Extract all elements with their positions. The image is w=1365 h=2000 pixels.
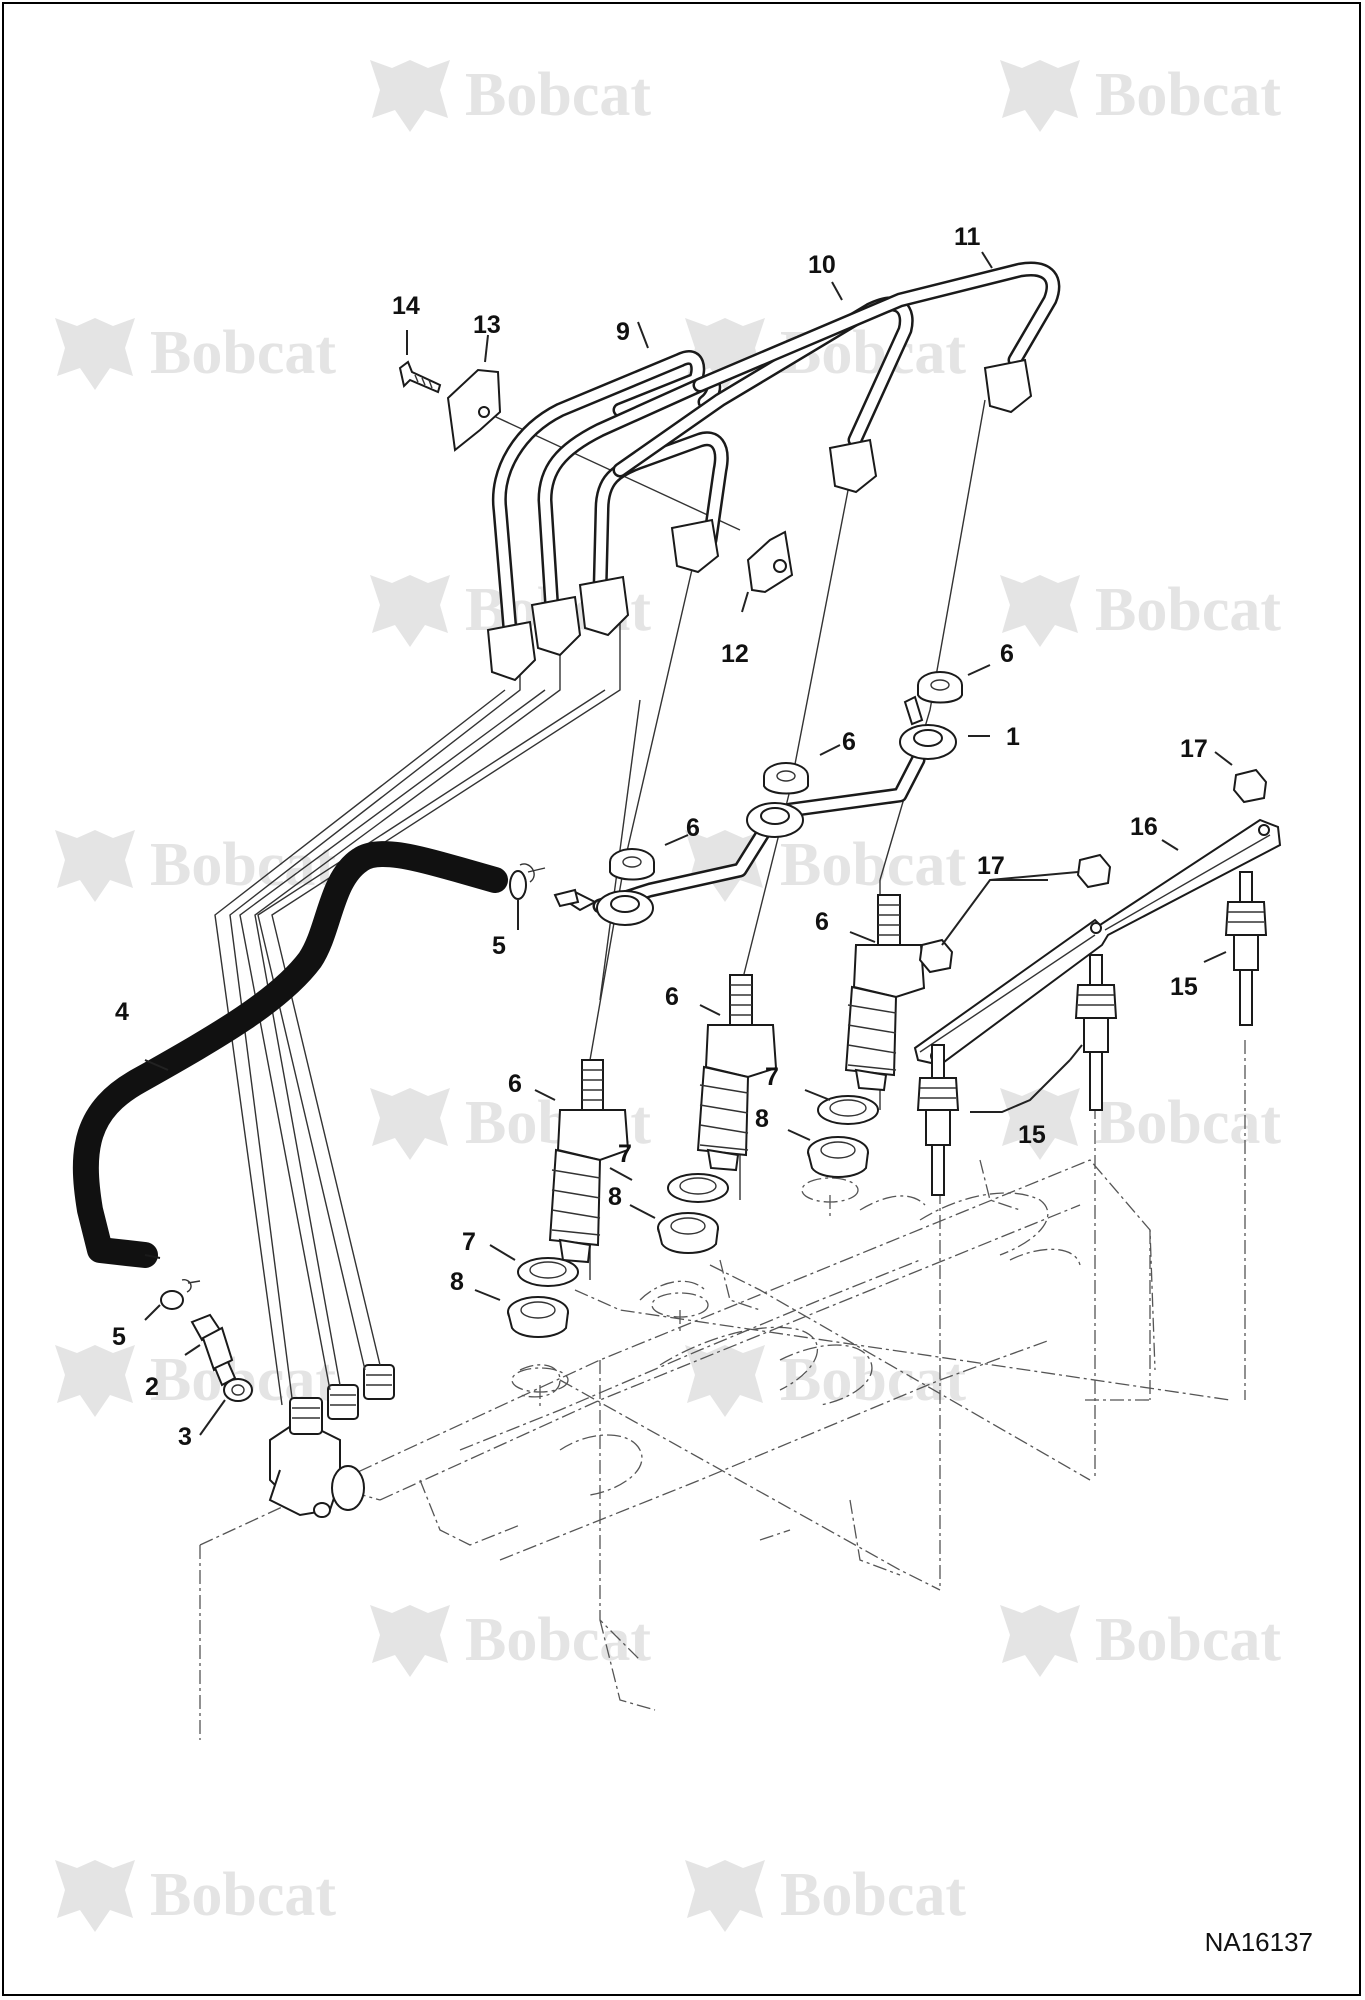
watermark-logo — [370, 1605, 652, 1677]
watermark-logo — [1000, 1605, 1282, 1677]
engine-cylinder-head — [199, 1040, 1246, 1740]
injectors — [548, 894, 926, 1264]
callout-8-left: 8 — [450, 1268, 464, 1296]
watermark-logo — [55, 318, 337, 390]
callout-16: 16 — [1130, 813, 1158, 841]
watermark-logo — [685, 1860, 967, 1932]
seals-and-gaskets — [507, 1095, 879, 1338]
callout-2: 2 — [145, 1373, 159, 1401]
watermark-logo — [1000, 60, 1282, 132]
callout-17-right: 17 — [1180, 735, 1208, 763]
callout-11: 11 — [954, 223, 981, 251]
callout-7-right: 7 — [765, 1063, 779, 1091]
callout-13: 13 — [473, 311, 501, 339]
glow-plug — [1074, 954, 1118, 1111]
callout-14: 14 — [392, 292, 420, 320]
callout-9: 9 — [616, 318, 630, 346]
callout-5-lower: 5 — [112, 1323, 126, 1351]
glow-plug — [916, 1044, 960, 1196]
callout-1: 1 — [1006, 723, 1020, 751]
callout-6-right-injector: 6 — [815, 908, 829, 936]
callout-labels: 1 2 3 4 5 5 6 6 6 6 6 6 6 7 7 7 8 8 8 9 … — [112, 223, 1208, 1451]
callout-6-left-injector: 6 — [508, 1070, 522, 1098]
injector — [696, 974, 778, 1172]
watermark-logo — [685, 1345, 967, 1417]
pipe-clamps — [398, 360, 794, 594]
callout-3: 3 — [178, 1423, 192, 1451]
callout-12: 12 — [721, 640, 749, 668]
injection-pipes — [486, 261, 1061, 682]
callout-5-upper: 5 — [492, 932, 506, 960]
fuel-hose — [72, 841, 580, 1310]
injection-pump — [268, 1364, 395, 1518]
callout-7-left: 7 — [462, 1228, 476, 1256]
callout-4: 4 — [115, 998, 129, 1026]
injector — [548, 1059, 630, 1264]
callout-17-left: 17 — [977, 852, 1005, 880]
injector — [844, 894, 926, 1092]
callout-6-mid: 6 — [842, 728, 856, 756]
banjo-nuts — [609, 671, 963, 881]
callout-6-top: 6 — [1000, 640, 1014, 668]
callout-10: 10 — [808, 251, 836, 279]
watermark-logo — [370, 60, 652, 132]
callout-15-right: 15 — [1170, 973, 1198, 1001]
callout-6-mid-injector: 6 — [665, 983, 679, 1011]
callout-7-mid: 7 — [618, 1140, 632, 1168]
callout-8-mid: 8 — [608, 1183, 622, 1211]
glow-plug-assembly — [913, 768, 1282, 1196]
callout-leaders — [144, 251, 1233, 1436]
callout-15-lower: 15 — [1018, 1121, 1046, 1149]
drawing-number: NA16137 — [1204, 1927, 1313, 1957]
hose-fitting — [190, 1313, 253, 1402]
watermark-logo — [1000, 575, 1282, 647]
callout-8-right: 8 — [755, 1105, 769, 1133]
callout-6-left: 6 — [686, 814, 700, 842]
return-pipe — [557, 695, 957, 926]
glow-plug — [1224, 871, 1268, 1026]
watermark-logo — [55, 1860, 337, 1932]
